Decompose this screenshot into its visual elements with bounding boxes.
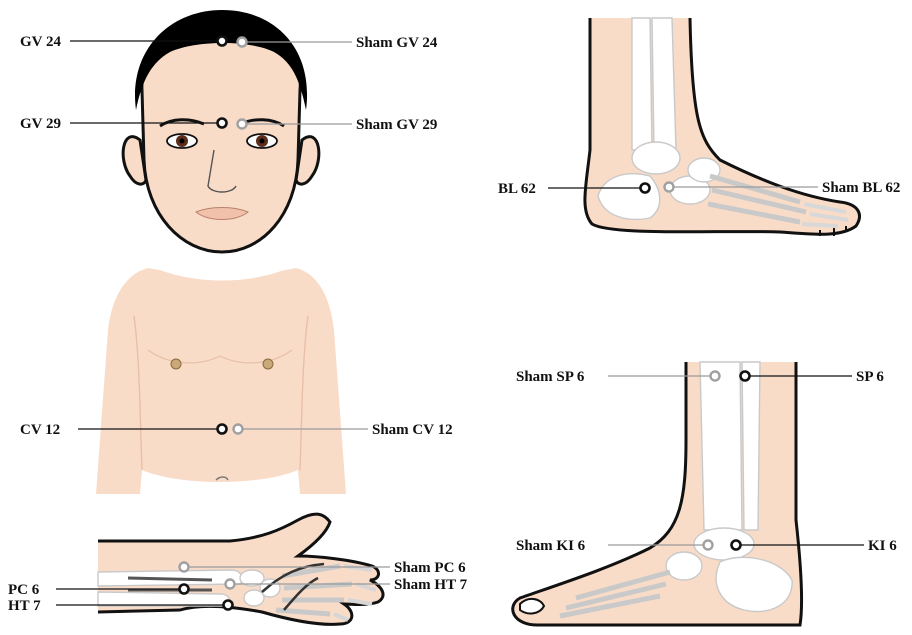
hand-illustration [98, 514, 383, 624]
label-sham-pc6: Sham PC 6 [394, 560, 466, 576]
bl62-point [641, 184, 650, 193]
ki6-point [732, 541, 741, 550]
label-sham-cv12: Sham CV 12 [372, 422, 453, 438]
label-sp6: SP 6 [856, 369, 884, 385]
sham-gv24-point [238, 38, 247, 47]
label-cv12: CV 12 [20, 422, 60, 438]
sp6-point [741, 372, 750, 381]
sham-cv12-point [234, 425, 243, 434]
label-ki6: KI 6 [868, 538, 897, 554]
right-nipple [263, 359, 273, 369]
label-sham-bl62: Sham BL 62 [822, 180, 900, 196]
gv29-point [218, 119, 227, 128]
left-pupil [180, 139, 185, 144]
carpal-bone-3 [244, 590, 264, 606]
label-sham-sp6: Sham SP 6 [516, 369, 585, 385]
torso [96, 268, 346, 494]
label-pc6: PC 6 [8, 582, 40, 598]
sham-bl62-point [665, 183, 674, 192]
label-sham-ki6: Sham KI 6 [516, 538, 586, 554]
forearm-hand [98, 514, 383, 624]
sham-sp6-point [711, 372, 720, 381]
label-sham-gv29: Sham GV 29 [356, 117, 437, 133]
tendon-1 [128, 578, 212, 580]
left-nipple [171, 359, 181, 369]
medial-navicular [666, 552, 702, 580]
label-sham-ht7: Sham HT 7 [394, 577, 468, 593]
torso-illustration [96, 258, 346, 494]
lateral-foot-illustration [585, 18, 860, 236]
label-sham-gv24: Sham GV 24 [356, 35, 438, 51]
label-gv24: GV 24 [20, 34, 61, 50]
gv24-point [218, 37, 227, 46]
label-bl62: BL 62 [498, 181, 536, 197]
pc6-point [180, 585, 189, 594]
medial-foot-illustration [513, 362, 802, 625]
sham-ht7-point [226, 580, 235, 589]
label-ht7: HT 7 [8, 598, 41, 614]
right-pupil [260, 139, 265, 144]
talus [632, 142, 680, 174]
big-toe [520, 599, 544, 614]
sham-gv29-point [238, 120, 247, 129]
medial-tibia [700, 362, 742, 530]
tibia [652, 18, 676, 150]
cv12-point [218, 425, 227, 434]
sham-pc6-point [180, 563, 189, 572]
medial-fibula [742, 362, 760, 530]
label-gv29: GV 29 [20, 116, 61, 132]
ulna-bone [98, 592, 230, 606]
fibula [632, 18, 652, 150]
ht7-point [224, 601, 233, 610]
sham-ki6-point [704, 541, 713, 550]
